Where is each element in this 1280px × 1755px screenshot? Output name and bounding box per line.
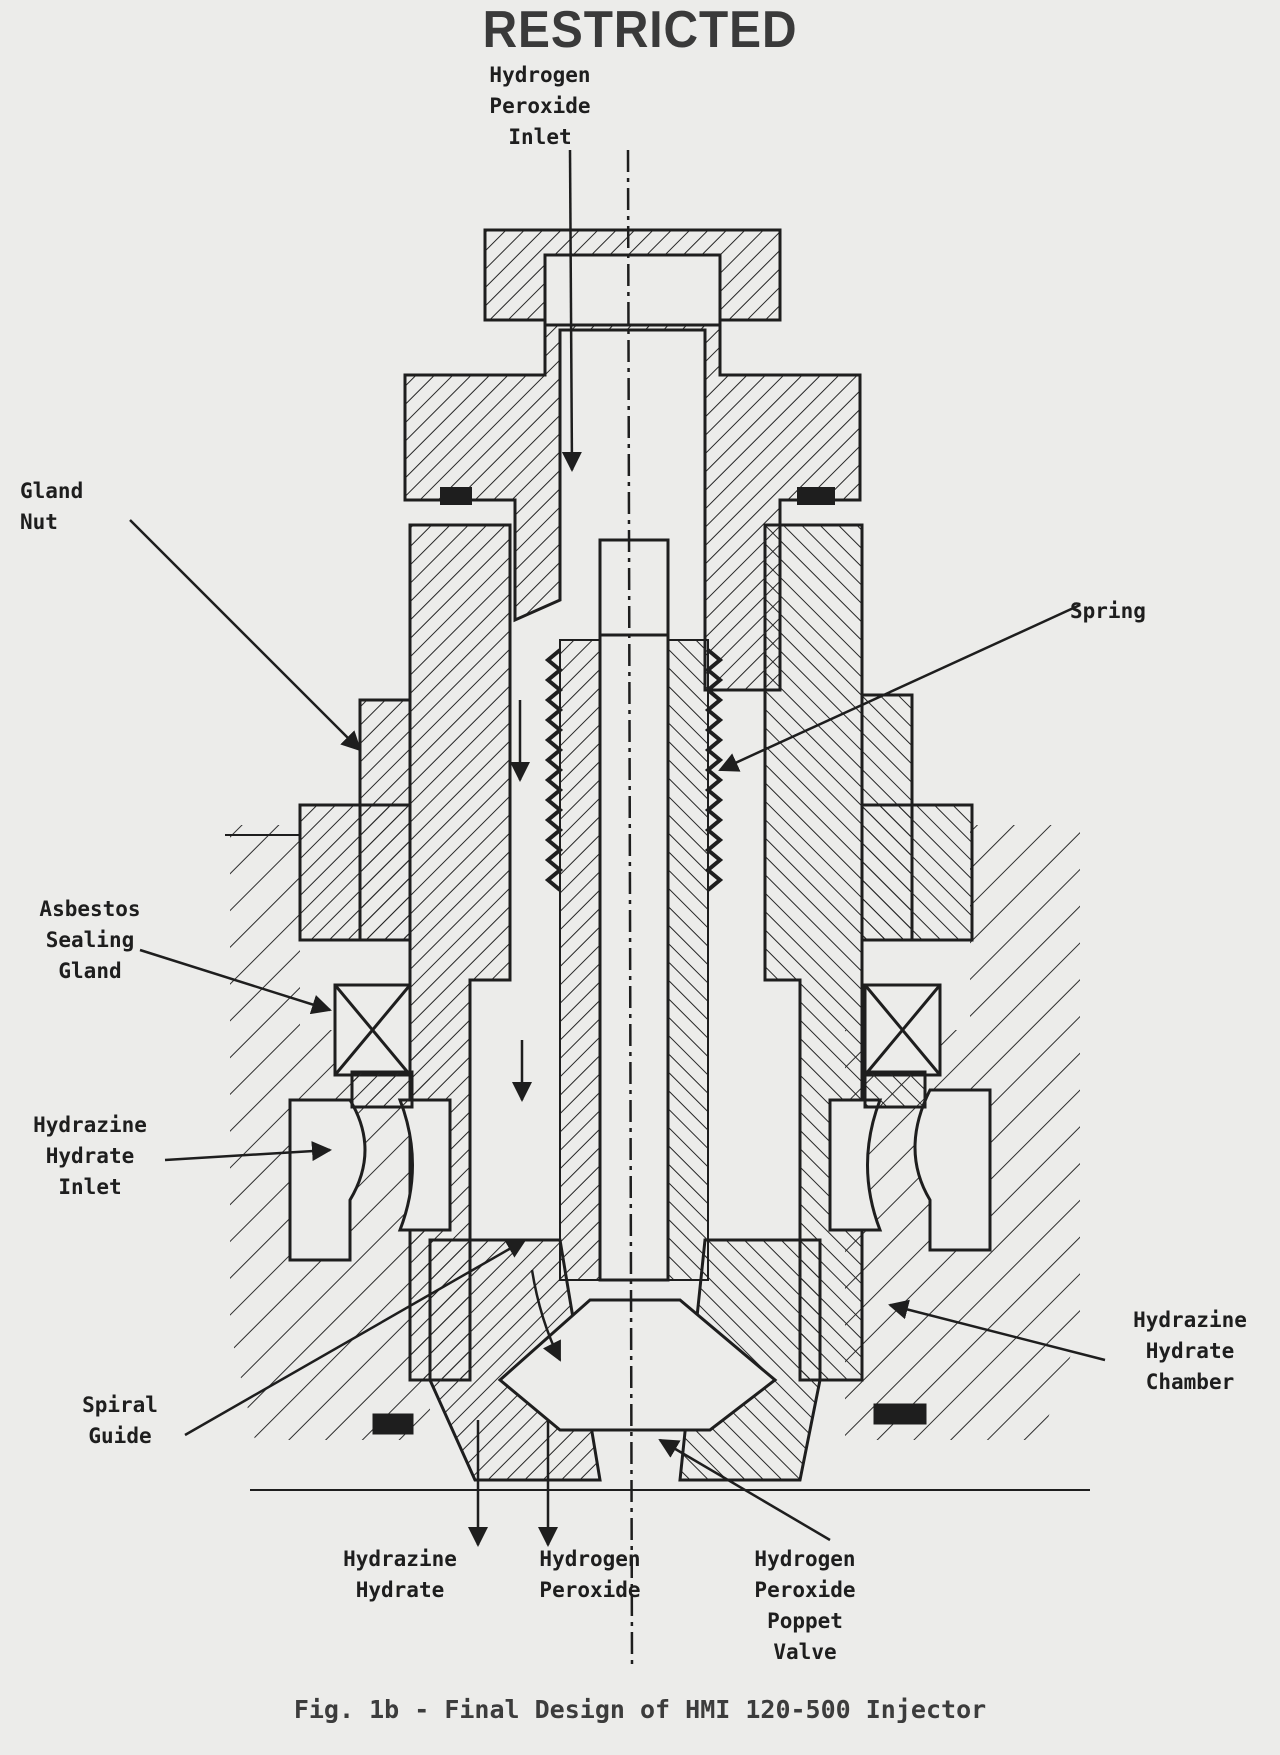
restricted-stamp: RESTRICTED (482, 1, 798, 59)
label-asbestos-sealing-gland: Asbestos Sealing Gland (39, 897, 141, 983)
leader-lines (129, 519, 1106, 1542)
label-hydrogen-peroxide-inlet: Hydrogen Peroxide Inlet (489, 63, 591, 149)
label-hydrazine-hydrate-chamber: Hydrazine Hydrate Chamber (1133, 1308, 1247, 1394)
label-spiral-guide: Spiral Guide (82, 1393, 158, 1448)
figure-caption: Fig. 1b - Final Design of HMI 120-500 In… (293, 1695, 987, 1724)
label-spring: Spring (1070, 599, 1146, 623)
label-hydrazine-hydrate-inlet: Hydrazine Hydrate Inlet (33, 1113, 147, 1199)
flow-indicators (468, 149, 634, 1666)
hydrazine-inlet-ports (288, 1070, 992, 1435)
peroxide-inlet-fitting (403, 228, 862, 692)
asbestos-packing (333, 983, 942, 1077)
spring (544, 648, 724, 892)
label-gland-nut: Gland Nut (20, 479, 84, 534)
label-outlet-hydrogen-peroxide: Hydrogen Peroxide (539, 1547, 641, 1602)
label-hydrogen-peroxide-poppet-valve: Hydrogen Peroxide Poppet Valve (754, 1547, 856, 1664)
label-outlet-hydrazine-hydrate: Hydrazine Hydrate (343, 1547, 457, 1602)
poppet-valve-stem (497, 538, 778, 1432)
